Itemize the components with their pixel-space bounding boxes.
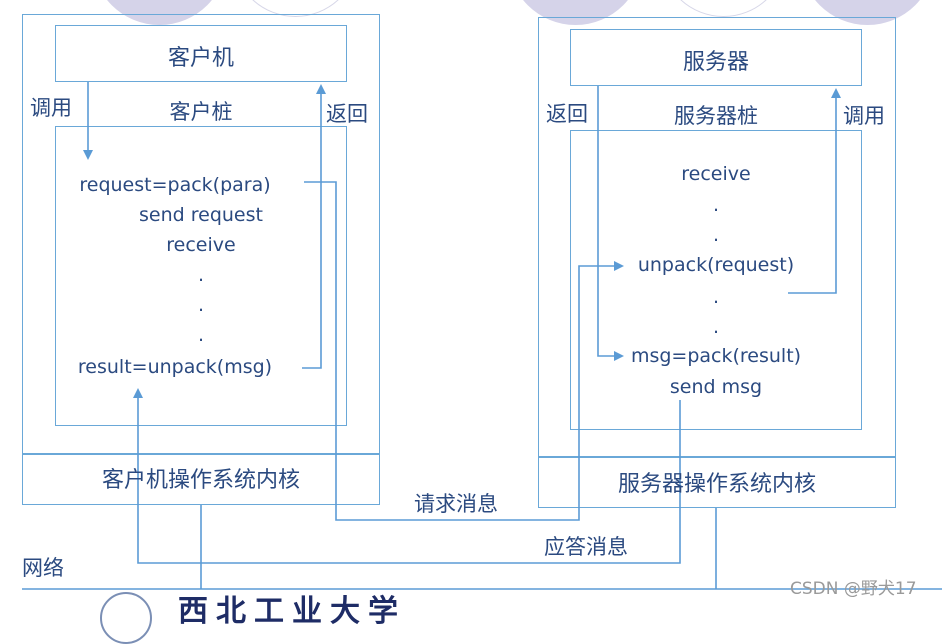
client-kernel-label: 客户机操作系统内核 xyxy=(101,468,300,493)
server-machine-label: 服务器 xyxy=(682,50,749,75)
client-return-label: 返回 xyxy=(326,102,368,126)
server-kernel-label: 服务器操作系统内核 xyxy=(617,472,816,497)
code-line-unpack: unpack(request) xyxy=(637,254,795,276)
client-kernel-box xyxy=(22,453,380,505)
server-return-label: 返回 xyxy=(546,102,588,126)
client-machine-box xyxy=(55,25,347,82)
code-line-send: send msg xyxy=(669,376,763,398)
code-line: . xyxy=(197,294,205,316)
code-line: . xyxy=(197,324,205,346)
client-outer-box xyxy=(22,14,380,455)
code-line-pack: msg=pack(result) xyxy=(630,345,802,367)
server-stub-box xyxy=(570,130,862,430)
server-machine-box xyxy=(570,29,862,86)
server-outer-box xyxy=(538,17,896,458)
client-call-label: 调用 xyxy=(30,96,72,120)
server-call-label: 调用 xyxy=(843,104,885,128)
code-line: . xyxy=(712,286,720,308)
code-line: . xyxy=(712,224,720,246)
client-stub-label: 客户桩 xyxy=(169,100,233,124)
request-message-line xyxy=(304,181,624,521)
client-return-arrow xyxy=(302,84,326,369)
client-machine-label: 客户机 xyxy=(167,46,234,71)
server-kernel-box xyxy=(538,456,896,508)
request-message-label: 请求消息 xyxy=(414,492,498,516)
server-stub-label: 服务器桩 xyxy=(674,104,758,128)
code-line: send request xyxy=(139,204,263,226)
server-call-arrow xyxy=(788,88,841,294)
reply-message-label: 应答消息 xyxy=(544,535,628,559)
code-line: . xyxy=(712,316,720,338)
code-line: receive xyxy=(166,234,236,256)
code-line: request=pack(para) xyxy=(79,174,271,196)
university-seal-icon xyxy=(100,592,152,644)
code-line: receive xyxy=(681,163,751,185)
server-return-arrow xyxy=(597,86,624,361)
code-line: . xyxy=(712,194,720,216)
connector-lines xyxy=(22,82,942,590)
code-line: . xyxy=(197,264,205,286)
client-stub-box xyxy=(55,126,347,426)
university-name-logo: 西北工业大学 xyxy=(178,594,406,629)
reply-message-line xyxy=(133,388,681,564)
network-label: 网络 xyxy=(22,556,64,580)
csdn-watermark: CSDN @野犬17 xyxy=(790,579,917,599)
code-line: result=unpack(msg) xyxy=(77,356,273,378)
